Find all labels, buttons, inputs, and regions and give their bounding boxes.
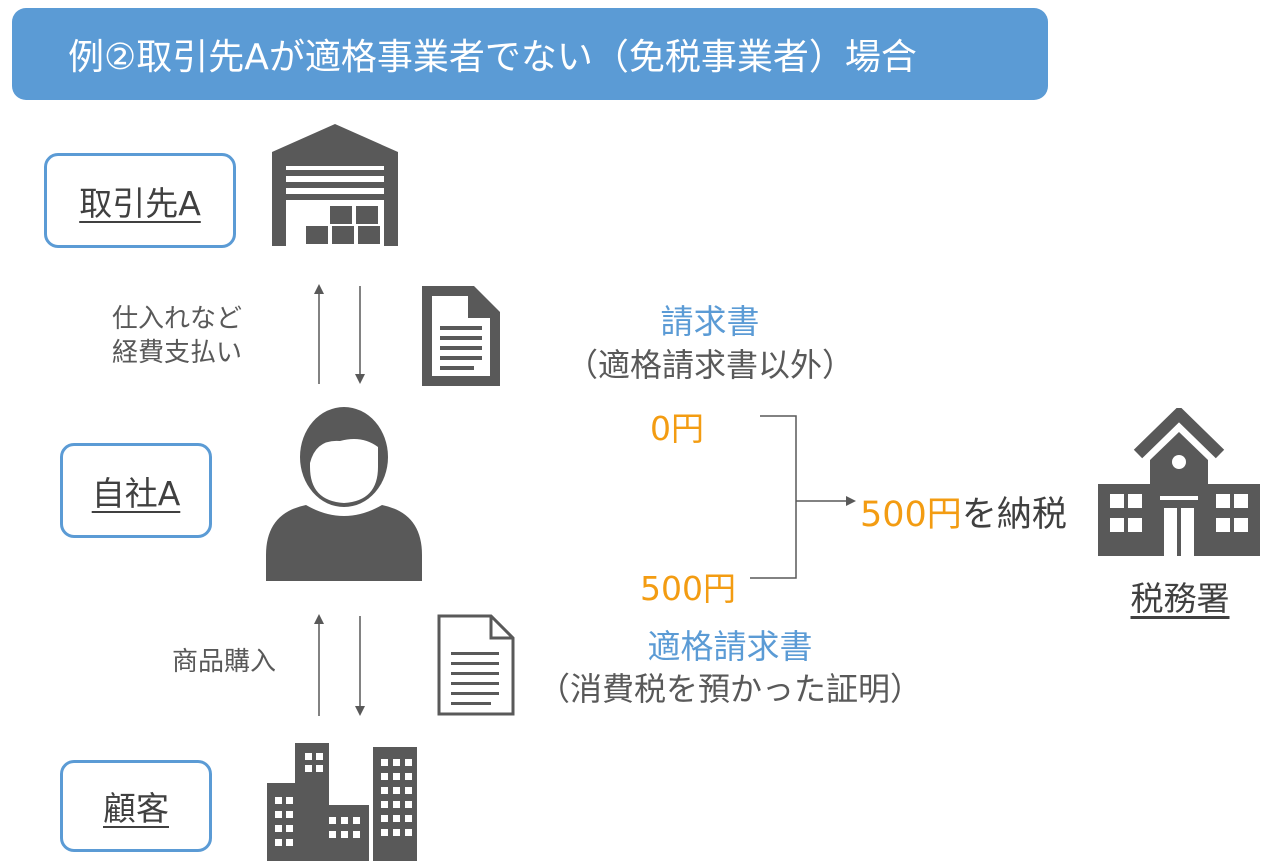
tax-office-label: 税務署: [1130, 579, 1230, 618]
lower-flow-arrows: [314, 614, 365, 716]
upper-flow-label: 仕入れなど 経費支払い: [112, 304, 243, 368]
result-suffix: を納税: [961, 495, 1067, 535]
person-icon: [266, 407, 422, 581]
upper-amount: 0円: [650, 409, 704, 448]
buildings-icon: [267, 743, 417, 861]
lower-document-subtitle: （消費税を預かった証明）: [537, 670, 922, 708]
tax-office-icon: [1098, 408, 1260, 556]
customer-label: 顧客: [103, 789, 169, 828]
qualified-invoice-icon: [437, 614, 515, 716]
company-label: 自社A: [91, 473, 181, 513]
lower-document-title: 適格請求書: [647, 627, 813, 666]
result-amount: 500円: [860, 495, 962, 535]
tax-payment-result: 500円を納税: [860, 486, 1067, 537]
customer-box: 顧客: [60, 760, 212, 852]
supplier-box: 取引先A: [44, 153, 236, 248]
supplier-label: 取引先A: [79, 183, 201, 223]
lower-amount: 500円: [640, 569, 736, 608]
warehouse-icon: [272, 124, 398, 246]
page-title: 例②取引先Aが適格事業者でない（免税事業者）場合: [68, 37, 917, 78]
bracket-connector: [750, 415, 856, 579]
upper-document-title: 請求書: [660, 302, 760, 341]
company-box: 自社A: [60, 443, 212, 538]
lower-flow-label: 商品購入: [172, 647, 277, 677]
invoice-document-icon: [422, 286, 500, 386]
upper-document-subtitle: （適格請求書以外）: [565, 346, 854, 384]
title-banner: 例②取引先Aが適格事業者でない（免税事業者）場合: [12, 8, 1048, 100]
upper-flow-arrows: [314, 284, 365, 384]
